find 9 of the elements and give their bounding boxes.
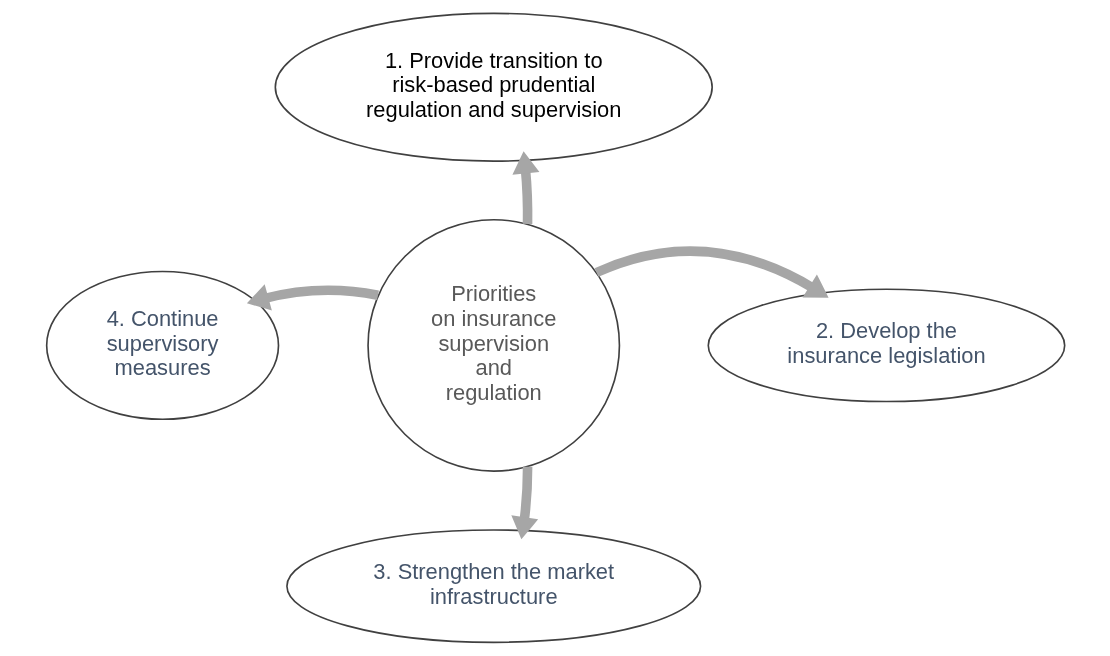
arrow [246, 284, 379, 311]
node-ellipse: 2. Develop the insurance legislation [706, 288, 1065, 403]
arrow [594, 246, 829, 298]
node-ellipse: 4. Continue supervisory measures [45, 270, 279, 421]
arrow [511, 151, 539, 224]
node-ellipse: 3. Strengthen the market infrastructure [285, 529, 701, 644]
arrow [510, 466, 538, 540]
node-ellipse: 1. Provide transition to risk-based prudential regulation and supervision [274, 12, 713, 162]
node-circle: Priorities on insurance supervision and regulation [366, 218, 620, 472]
